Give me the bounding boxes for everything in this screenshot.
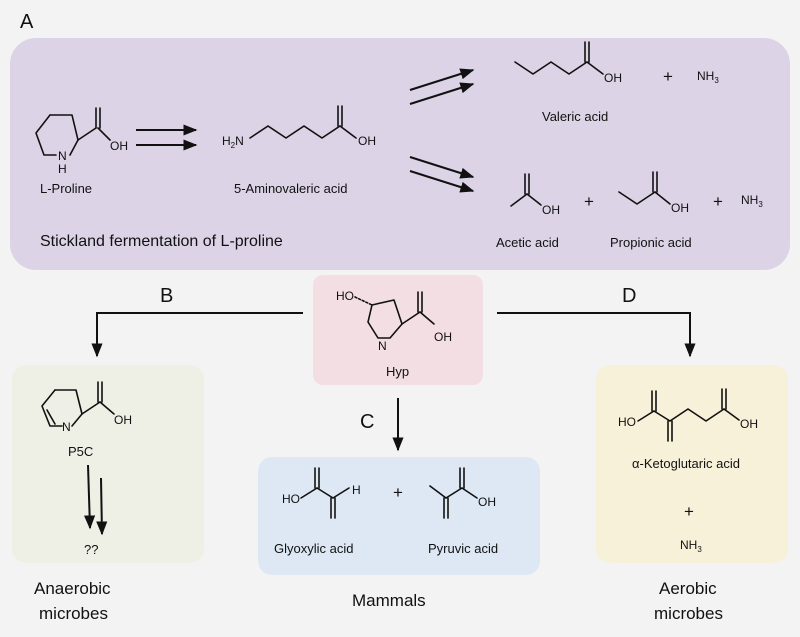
propionic-label: Propionic acid (610, 235, 692, 250)
glyoxylic-ho-label: HO (282, 492, 300, 506)
panel-label-d: D (622, 285, 636, 307)
proline-n-label: N (58, 149, 67, 163)
anaerobic-caption-2: microbes (39, 604, 108, 623)
aerobic-nh3: NH3 (680, 538, 702, 554)
pyruvic-structure: OH (429, 467, 496, 519)
aminovaleric-structure: H2N OH (222, 105, 376, 150)
propionic-nh3: NH3 (741, 193, 763, 209)
stickland-box (10, 38, 790, 270)
p5c-oh-label: OH (114, 413, 132, 427)
hyp-n-label: N (378, 339, 387, 353)
l-proline-label: L-Proline (40, 181, 92, 196)
mammals-caption: Mammals (352, 591, 426, 610)
akg-structure: HO OH (618, 388, 758, 442)
aerobic-caption-1: Aerobic (659, 579, 717, 598)
arrow-up-1 (409, 68, 475, 91)
propionic-plus: + (713, 192, 723, 211)
panel-label-b: B (160, 285, 173, 307)
acetic-oh-label: OH (542, 203, 560, 217)
glyoxylic-structure: HO H (282, 467, 361, 519)
l-proline-structure: N H OH (35, 107, 128, 176)
p5c-arrow-2 (96, 477, 108, 536)
akg-label: α-Ketoglutaric acid (632, 456, 740, 471)
valeric-nh3: NH3 (697, 69, 719, 85)
anaerobic-box (12, 365, 204, 563)
pyruvic-oh-label: OH (478, 495, 496, 509)
panel-label-a: A (20, 11, 34, 33)
p5c-n-label: N (62, 420, 71, 434)
hyp-oh-label: OH (434, 330, 452, 344)
valeric-oh-label: OH (604, 71, 622, 85)
aerobic-box (596, 365, 788, 563)
p5c-arrow-1 (84, 464, 96, 530)
arrow-b (91, 312, 303, 358)
proline-h-label: H (58, 162, 67, 176)
aerobic-caption-2: microbes (654, 604, 723, 623)
glyoxylic-label: Glyoxylic acid (274, 541, 353, 556)
hyp-ho-label: HO (336, 289, 354, 303)
arrow-down-2 (409, 170, 475, 193)
akg-oh-label: OH (740, 417, 758, 431)
proline-oh-label: OH (110, 139, 128, 153)
valeric-structure: OH (514, 41, 622, 85)
mammals-plus: + (393, 483, 403, 502)
glyoxylic-h-label: H (352, 483, 361, 497)
hyp-structure: HO N H OH (336, 289, 452, 353)
valeric-label: Valeric acid (542, 109, 608, 124)
stickland-title: Stickland fermentation of L-proline (40, 233, 283, 250)
anaerobic-caption-1: Anaerobic (34, 579, 111, 598)
aminovaleric-label: 5-Aminovaleric acid (234, 181, 347, 196)
hyp-box (313, 275, 483, 385)
propionic-oh-label: OH (671, 201, 689, 215)
valeric-plus: + (663, 67, 673, 86)
aminovaleric-oh-label: OH (358, 134, 376, 148)
hyp-label: Hyp (386, 364, 409, 379)
pyruvic-label: Pyruvic acid (428, 541, 498, 556)
p5c-label: P5C (68, 444, 93, 459)
acetic-plus: + (584, 192, 594, 211)
akg-ho-label: HO (618, 415, 636, 429)
arrow-d (497, 312, 696, 358)
h2n-label: H2N (222, 134, 244, 150)
arrow-up-2 (409, 82, 475, 105)
p5c-structure: N OH (41, 381, 132, 434)
acetic-label: Acetic acid (496, 235, 559, 250)
panel-label-c: C (360, 411, 374, 433)
arrow-down-1 (409, 156, 475, 179)
acetic-structure: OH (510, 173, 560, 217)
propionic-structure: OH (618, 171, 689, 215)
unknown-product: ?? (84, 542, 98, 557)
mammals-box (258, 457, 540, 575)
aerobic-plus: + (684, 502, 694, 521)
